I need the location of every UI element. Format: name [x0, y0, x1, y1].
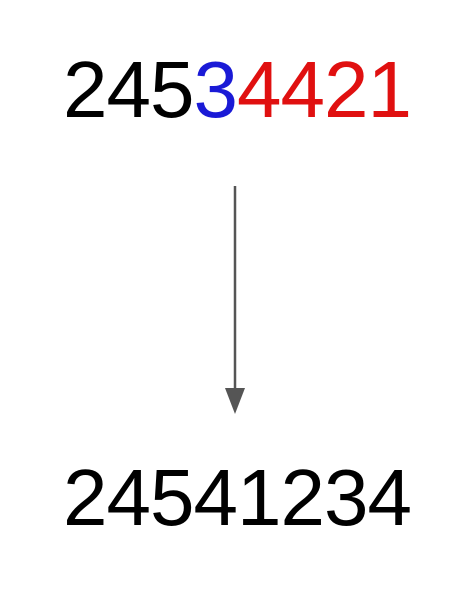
suffix-digit-1: 4 [237, 45, 281, 134]
arrow-down-icon [225, 186, 245, 414]
source-number: 24534421 [0, 50, 474, 130]
suffix-digit-3: 2 [324, 45, 368, 134]
arrow-head [225, 388, 245, 414]
digit-1: 2 [63, 45, 107, 134]
digit-2: 4 [106, 45, 151, 134]
digit-3: 5 [150, 45, 194, 134]
suffix-digit-2: 4 [280, 45, 325, 134]
result-number: 24541234 [63, 453, 412, 542]
suffix-digit-4: 1 [367, 45, 412, 134]
pivot-digit: 3 [193, 45, 238, 134]
